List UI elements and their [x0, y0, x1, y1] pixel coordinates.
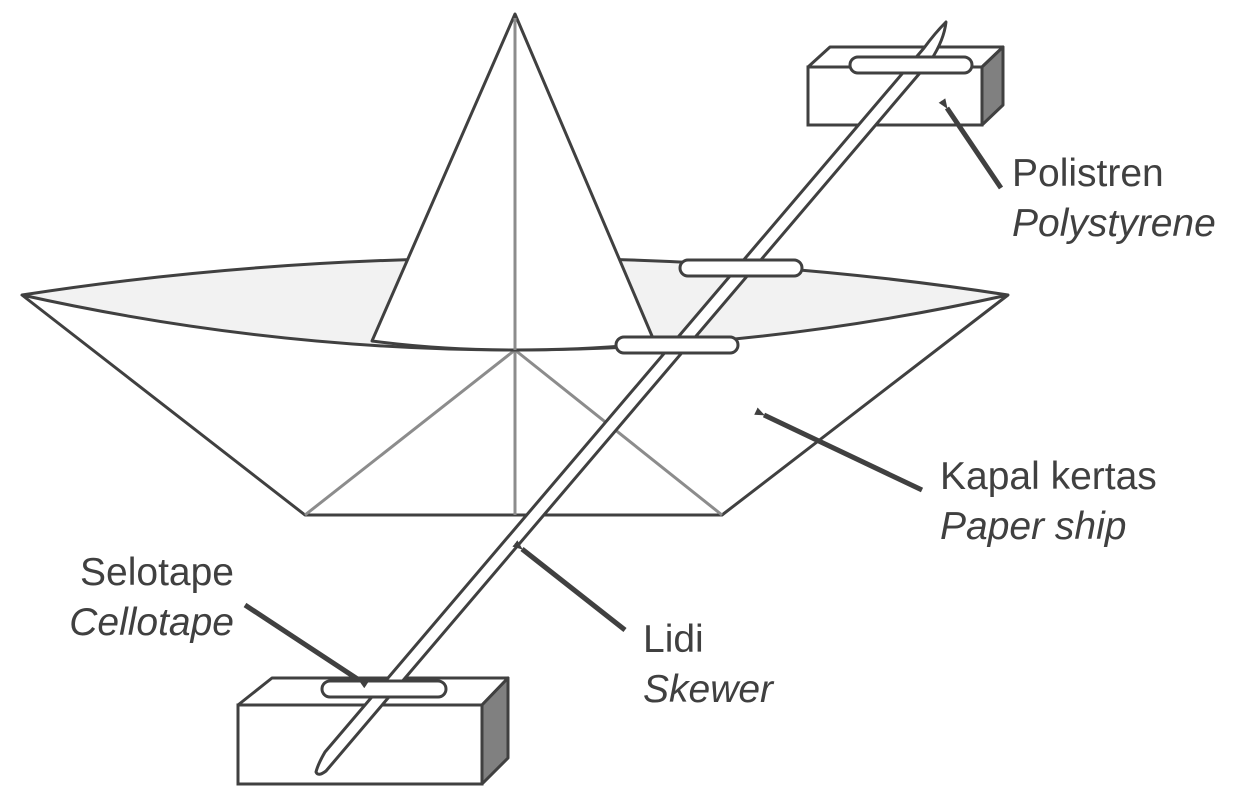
cellotape-top: [848, 55, 974, 75]
label-paper-ship-en: Paper ship: [940, 505, 1126, 548]
cellotape-rim: [614, 335, 740, 355]
label-cellotape-ms: Selotape: [80, 551, 234, 594]
cellotape-arrow: [243, 602, 369, 689]
paper-ship: [20, 12, 1010, 517]
label-paper-ship-ms: Kapal kertas: [940, 455, 1157, 498]
label-skewer-ms: Lidi: [643, 618, 704, 661]
hull-fold-lines: [304, 348, 723, 517]
skewer-arrow: [512, 540, 627, 632]
cellotape-bottom: [320, 679, 448, 699]
pointer-arrows: [243, 98, 1004, 689]
label-cellotape-en: Cellotape: [69, 601, 234, 644]
polystyrene-arrow: [938, 98, 1004, 190]
label-polystyrene-en: Polystyrene: [1012, 202, 1216, 245]
paper-ship-arrow: [754, 407, 924, 493]
label-polystyrene-ms: Polistren: [1012, 152, 1164, 195]
cellotape-sail: [678, 258, 804, 278]
cellotape-strips: [320, 55, 974, 699]
skewer: [314, 20, 948, 776]
label-skewer-en: Skewer: [643, 668, 775, 711]
